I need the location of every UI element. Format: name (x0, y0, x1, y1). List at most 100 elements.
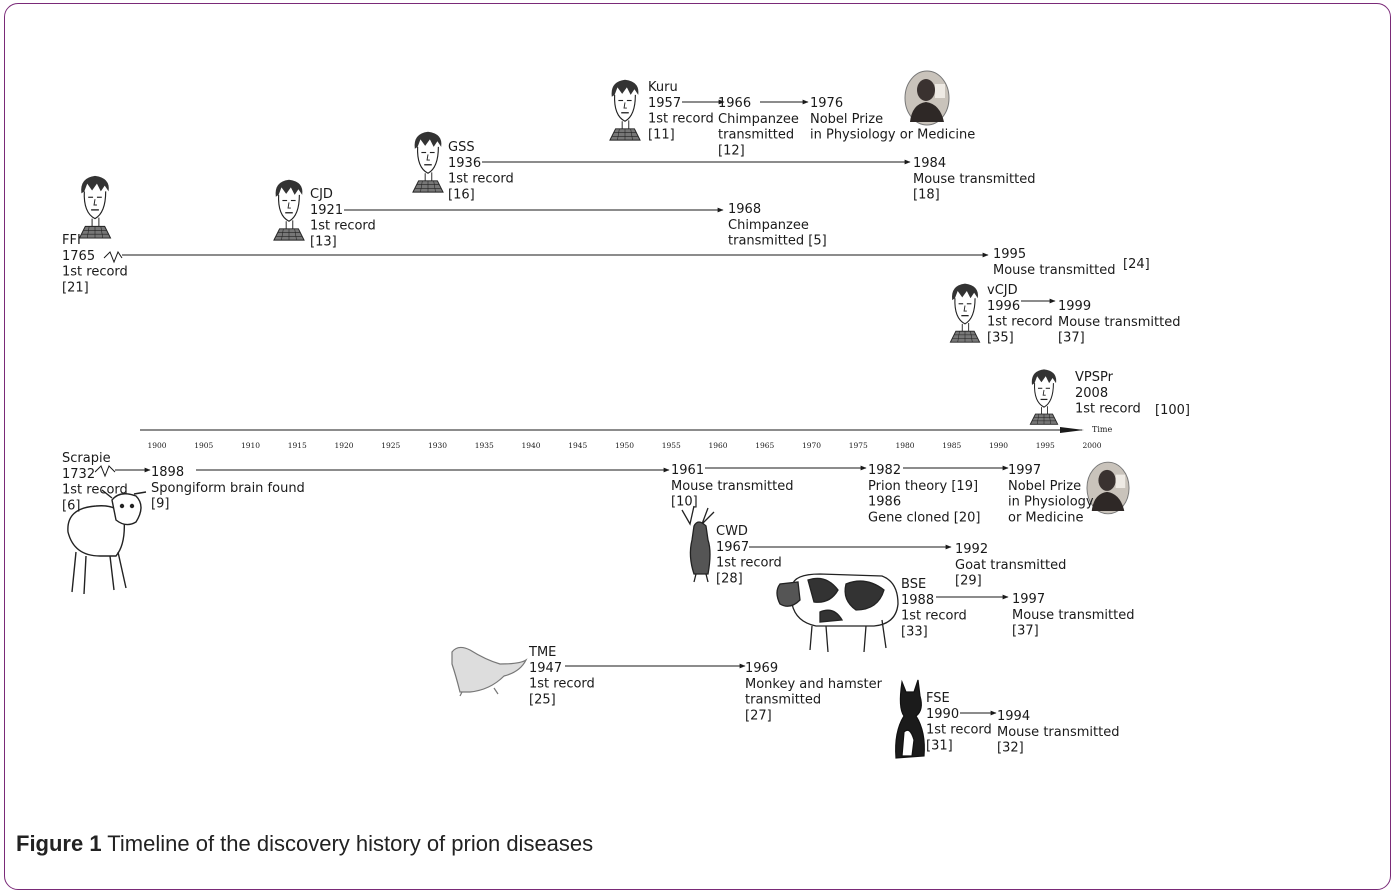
axis-tick-label: 2000 (1082, 441, 1101, 450)
animal-cwd-origin-label-line: [28] (716, 571, 743, 586)
axis-arrowhead (1060, 427, 1084, 433)
animal-tme-origin-label-line: [25] (529, 692, 556, 707)
animal-tme-event-label-line: 1969 (745, 661, 778, 676)
axis-tick-label: 1935 (475, 441, 494, 450)
human-cjd-event-label-line: transmitted [5] (728, 234, 827, 249)
animal-cwd-origin-label-line: 1st record (716, 556, 782, 571)
human-gss-origin-label-line: [16] (448, 187, 475, 202)
animal-scrapie-event-label-line: Spongiform brain found (151, 481, 305, 496)
animal-scrapie-event-label-line: 1997 (1008, 463, 1041, 478)
axis-tick-label: 1975 (849, 441, 868, 450)
human-vcjd-origin-label-line: 1st record (987, 315, 1053, 330)
animal-tme-origin-label-line: 1947 (529, 661, 562, 676)
human-ffi-event-label-line: 1995 (993, 247, 1026, 262)
human-kuru-origin-label-line: Kuru (648, 80, 678, 95)
animal-fse-event-label-line: [32] (997, 741, 1024, 756)
human-kuru-event-label-line: in Physiology or Medicine (810, 128, 975, 143)
sheep-illustration (67, 489, 147, 595)
animal-tme-event-label-line: [27] (745, 708, 772, 723)
animal-fse-origin-label-line: [31] (926, 738, 953, 753)
human-vcjd-event-label-line: [37] (1058, 331, 1085, 346)
animal-tme-origin-label-line: TME (528, 645, 556, 660)
animal-fse-event-label-line: 1994 (997, 709, 1030, 724)
human-vcjd-event-label-line: Mouse transmitted (1058, 315, 1180, 330)
animal-scrapie-origin-label-line: Scrapie (62, 451, 111, 466)
axis-tick-label: 1930 (428, 441, 447, 450)
animal-scrapie-event-label-line: [10] (671, 495, 698, 510)
human-gss-origin-label-line: 1st record (448, 172, 514, 187)
human-ffi-event-reference: [24] (1123, 257, 1150, 272)
animal-scrapie-event-label-line: 1961 (671, 463, 704, 478)
human-cjd-origin-label-line: 1921 (310, 203, 343, 218)
animal-bse-origin-label-line: [33] (901, 624, 928, 639)
figure-caption-text: Timeline of the discovery history of pri… (107, 831, 594, 856)
animal-fse-event-label-line: Mouse transmitted (997, 725, 1119, 740)
human-vpspr-origin-label-line: VPSPr (1075, 370, 1114, 385)
animal-scrapie-event-label-line: or Medicine (1008, 510, 1084, 525)
cat-illustration (895, 679, 925, 759)
human-kuru-event-label-line: 1966 (718, 96, 751, 111)
animal-bse-event-label-line: Mouse transmitted (1012, 608, 1134, 623)
animal-scrapie-origin-label-line: [6] (62, 498, 80, 513)
animal-scrapie-event-label-line: [9] (151, 497, 169, 512)
animal-bse-event-label-line: 1997 (1012, 592, 1045, 607)
animal-scrapie-event-label-line: Nobel Prize (1008, 479, 1081, 494)
nobel-portrait-1976 (904, 70, 950, 126)
axis-tick-label: 1940 (521, 441, 540, 450)
animal-bse-origin-label-line: 1988 (901, 593, 934, 608)
axis-tick-label: 1905 (194, 441, 213, 450)
animal-bse-origin-label-line: BSE (901, 577, 926, 592)
human-gss-event-label-line: 1984 (913, 156, 946, 171)
human-vcjd-origin-label-line: 1996 (987, 299, 1020, 314)
human-ffi-origin-label-line: 1765 (62, 249, 95, 264)
human-kuru-event-label-line: [12] (718, 143, 745, 158)
animal-cwd-event-label-line: Goat transmitted (955, 558, 1066, 573)
animal-tme-origin-label-line: 1st record (529, 677, 595, 692)
animal-scrapie-event-label-line: 1986 (868, 495, 901, 510)
vpspr-face-illustration (1029, 368, 1059, 426)
figure-caption-label: Figure 1 (16, 831, 102, 856)
human-vcjd-origin-label-line: [35] (987, 330, 1014, 345)
cjd-face-illustration (273, 179, 305, 241)
human-vcjd-event-label-line: 1999 (1058, 299, 1091, 314)
human-ffi-origin-label-line: [21] (62, 280, 89, 295)
connector-arrows (94, 99, 1056, 716)
axis-tick-label: 1960 (708, 441, 727, 450)
human-kuru-origin-label-line: 1st record (648, 112, 714, 127)
animal-cwd-origin-label-line: CWD (716, 524, 748, 539)
animal-tme-event-label-line: Monkey and hamster (745, 677, 883, 692)
animal-scrapie-origin-label-line: 1732 (62, 467, 95, 482)
axis-title: Time (1092, 425, 1112, 434)
gss-face-illustration (412, 131, 444, 193)
vcjd-face-illustration (949, 282, 981, 343)
animal-cwd-origin-label-line: 1967 (716, 540, 749, 555)
animal-fse-origin-label-line: 1990 (926, 707, 959, 722)
human-vcjd-origin-label-line: vCJD (987, 283, 1018, 298)
animal-fse-origin-label-line: 1st record (926, 723, 992, 738)
human-ffi-origin-label-line: 1st record (62, 265, 128, 280)
animal-bse-origin-label-line: 1st record (901, 609, 967, 624)
axis-tick-label: 1995 (1036, 441, 1055, 450)
axis-tick-label: 1970 (802, 441, 821, 450)
human-cjd-origin-label-line: CJD (310, 187, 333, 202)
animal-scrapie-origin-label-line: 1st record (62, 483, 128, 498)
